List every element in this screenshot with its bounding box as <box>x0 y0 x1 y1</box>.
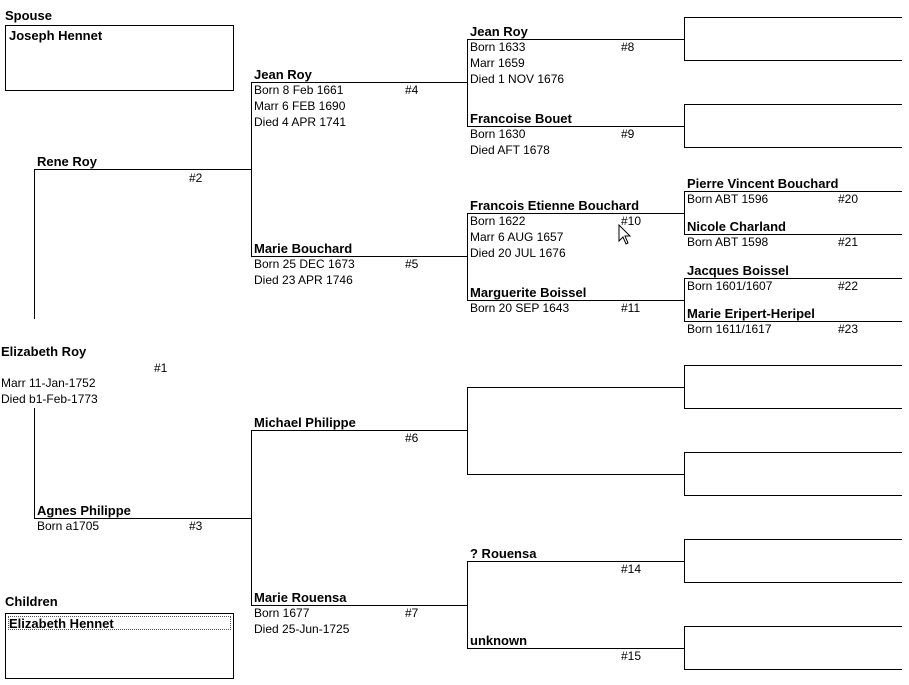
connector <box>467 648 685 649</box>
person-21-born: Born ABT 1598 <box>687 235 769 249</box>
connector <box>684 234 902 235</box>
person-9-name[interactable]: Francoise Bouet <box>470 111 572 126</box>
connector <box>684 191 685 235</box>
person-20-number: #20 <box>838 192 859 206</box>
person-15-number: #15 <box>621 649 642 663</box>
person-11-number: #11 <box>621 301 641 315</box>
connector <box>467 561 685 562</box>
person-22-name[interactable]: Jacques Boissel <box>687 263 789 278</box>
person-10-name[interactable]: Francois Etienne Bouchard <box>470 198 640 213</box>
person-10-born: Born 1622 <box>470 214 526 228</box>
connector <box>467 126 685 127</box>
person-21-number: #21 <box>838 235 859 249</box>
connector <box>684 278 685 322</box>
connector <box>251 82 468 83</box>
empty-ancestor-box[interactable] <box>684 17 902 61</box>
person-21-name[interactable]: Nicole Charland <box>687 219 786 234</box>
person-11-born: Born 20 SEP 1643 <box>470 301 570 315</box>
connector <box>467 39 685 40</box>
person-6-name[interactable]: Michael Philippe <box>254 415 356 430</box>
connector <box>467 213 468 301</box>
person-8-name[interactable]: Jean Roy <box>470 24 528 39</box>
person-9-born: Born 1630 <box>470 127 526 141</box>
connector <box>467 474 685 475</box>
empty-ancestor-box[interactable] <box>684 539 902 583</box>
connector <box>684 278 902 279</box>
person-4-name[interactable]: Jean Roy <box>254 67 312 82</box>
person-14-number: #14 <box>621 562 642 576</box>
connector <box>34 518 252 519</box>
person-3-name[interactable]: Agnes Philippe <box>37 503 131 518</box>
spouse-box[interactable]: Joseph Hennet <box>5 25 234 91</box>
children-label: Children <box>5 594 58 609</box>
connector <box>34 408 35 519</box>
person-8-marr: Marr 1659 <box>470 56 525 70</box>
person-1-died: Died b1-Feb-1773 <box>1 392 98 406</box>
person-23-number: #23 <box>838 322 859 336</box>
person-5-died: Died 23 APR 1746 <box>254 273 353 287</box>
person-5-name[interactable]: Marie Bouchard <box>254 241 353 256</box>
person-3-born: Born a1705 <box>37 519 100 533</box>
person-5-number: #5 <box>405 257 419 271</box>
person-4-born: Born 8 Feb 1661 <box>254 83 344 97</box>
spouse-label: Spouse <box>5 8 52 23</box>
connector <box>467 300 685 301</box>
person-22-born: Born 1601/1607 <box>687 279 773 293</box>
child-item[interactable]: Elizabeth Hennet <box>9 616 114 631</box>
connector <box>467 213 685 214</box>
person-3-number: #3 <box>189 519 203 533</box>
connector <box>251 605 468 606</box>
person-8-died: Died 1 NOV 1676 <box>470 72 565 86</box>
connector <box>467 39 468 127</box>
connector <box>684 191 902 192</box>
person-2-name[interactable]: Rene Roy <box>37 154 97 169</box>
person-8-born: Born 1633 <box>470 40 526 54</box>
person-22-number: #22 <box>838 279 859 293</box>
person-1-number: #1 <box>154 361 168 375</box>
person-4-marr: Marr 6 FEB 1690 <box>254 99 346 113</box>
empty-ancestor-box[interactable] <box>684 104 902 148</box>
person-6-number: #6 <box>405 431 419 445</box>
connector <box>684 321 902 322</box>
person-7-number: #7 <box>405 606 419 620</box>
spouse-name[interactable]: Joseph Hennet <box>9 28 103 43</box>
connector <box>251 256 468 257</box>
person-10-marr: Marr 6 AUG 1657 <box>470 230 564 244</box>
person-5-born: Born 25 DEC 1673 <box>254 257 355 271</box>
empty-ancestor-box[interactable] <box>684 452 902 496</box>
person-4-died: Died 4 APR 1741 <box>254 115 347 129</box>
person-10-number: #10 <box>621 214 642 228</box>
mouse-pointer-icon <box>618 224 632 245</box>
person-7-died: Died 25-Jun-1725 <box>254 622 350 636</box>
person-1-name[interactable]: Elizabeth Roy <box>1 344 87 359</box>
person-23-name[interactable]: Marie Eripert-Heripel <box>687 306 815 321</box>
connector <box>467 561 468 649</box>
connector <box>467 387 468 475</box>
person-23-born: Born 1611/1617 <box>687 322 772 336</box>
person-1-marr: Marr 11-Jan-1752 <box>1 376 96 390</box>
person-9-number: #9 <box>621 127 635 141</box>
person-15-name[interactable]: unknown <box>470 633 528 648</box>
person-4-number: #4 <box>405 83 419 97</box>
connector <box>467 387 685 388</box>
person-14-name[interactable]: ? Rouensa <box>470 546 537 561</box>
empty-ancestor-box[interactable] <box>684 365 902 409</box>
person-8-number: #8 <box>621 40 635 54</box>
connector <box>34 169 252 170</box>
person-7-name[interactable]: Marie Rouensa <box>254 590 347 605</box>
children-box[interactable]: Elizabeth Hennet <box>5 613 234 679</box>
connector <box>34 169 35 319</box>
person-20-name[interactable]: Pierre Vincent Bouchard <box>687 176 839 191</box>
empty-ancestor-box[interactable] <box>684 626 902 670</box>
child-selection-row[interactable] <box>8 616 231 630</box>
connector <box>251 430 252 606</box>
person-10-died: Died 20 JUL 1676 <box>470 246 566 260</box>
person-9-died: Died AFT 1678 <box>470 143 550 157</box>
person-2-number: #2 <box>189 171 203 185</box>
person-20-born: Born ABT 1596 <box>687 192 769 206</box>
person-7-born: Born 1677 <box>254 606 310 620</box>
connector <box>251 82 252 257</box>
connector <box>251 430 468 431</box>
person-11-name[interactable]: Marguerite Boissel <box>470 285 587 300</box>
